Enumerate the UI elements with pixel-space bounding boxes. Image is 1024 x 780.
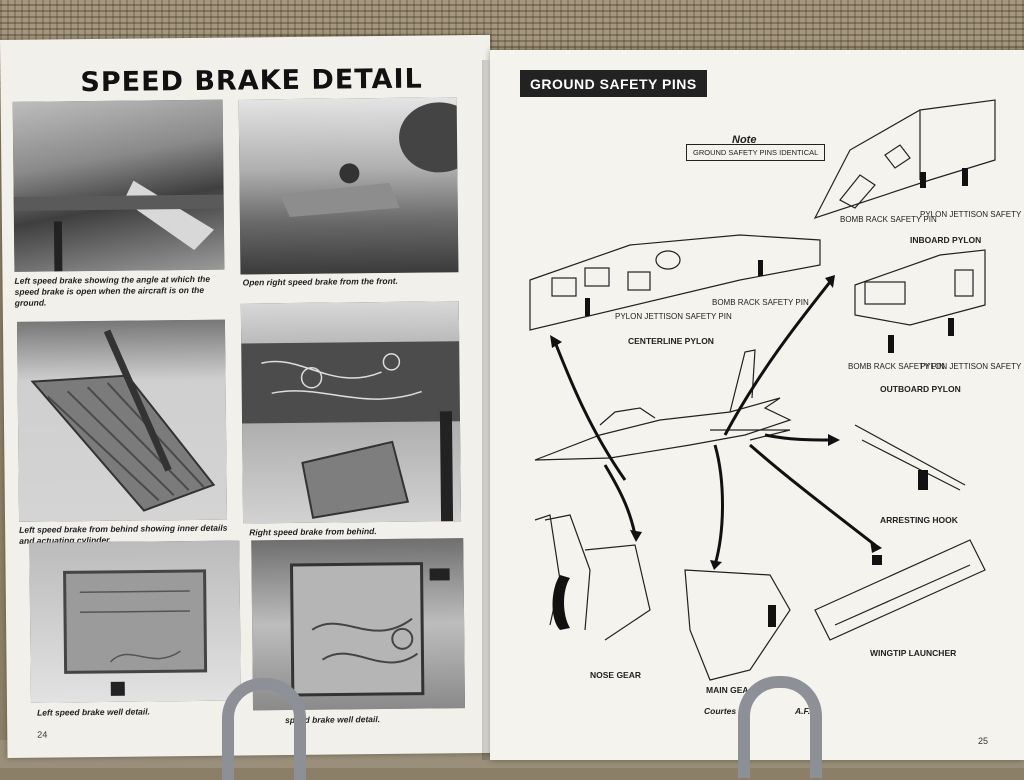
- note-box: GROUND SAFETY PINS IDENTICAL: [686, 144, 826, 161]
- photo-left-speed-brake-behind: [16, 319, 228, 522]
- caption-2: Open right speed brake from the front.: [242, 275, 398, 288]
- label-outboard-pylon: OUTBOARD PYLON: [880, 384, 961, 394]
- photo-left-speed-brake-well: [29, 540, 241, 703]
- label-centerline-pylon: CENTERLINE PYLON: [628, 336, 714, 346]
- courtesy-text: Courtes: [704, 706, 737, 716]
- left-page: SPEED BRAKE DETAIL Left speed brake show…: [0, 34, 498, 758]
- label-pylon-jettison-outboard: PYLON JETTISON SAFETY PIN: [920, 362, 1024, 371]
- label-inboard-pylon: INBOARD PYLON: [910, 235, 982, 245]
- label-arresting-hook: ARRESTING HOOK: [880, 515, 958, 525]
- caption-6: speed brake well detail.: [285, 714, 381, 726]
- right-page: GROUND SAFETY PINS Note GROUND SAFETY PI…: [490, 50, 1024, 760]
- label-wingtip-launcher: WINGTIP LAUNCHER: [870, 648, 957, 658]
- label-pylon-jettison-inboard: PYLON JETTISON SAFETY PIN: [920, 210, 1024, 219]
- photo-open-right-speed-brake-front: [238, 97, 459, 275]
- section-banner: GROUND SAFETY PINS: [520, 70, 707, 97]
- page-number-right: 25: [978, 736, 989, 746]
- book-stand-clip-left: [222, 678, 306, 780]
- safety-pins-diagram: [529, 99, 996, 681]
- photo-right-speed-brake-behind: [240, 301, 462, 524]
- label-bomb-rack-outboard: BOMB RACK SAFETY PIN: [848, 362, 945, 371]
- label-main-gear: MAIN GEA: [706, 685, 749, 695]
- photo-left-speed-brake-angle: [12, 99, 225, 272]
- photo-right-speed-brake-well: [251, 538, 466, 711]
- label-bomb-rack-inboard: BOMB RACK SAFETY PIN: [840, 215, 937, 224]
- page-number-left: 24: [37, 729, 48, 740]
- caption-4: Right speed brake from behind.: [249, 526, 377, 538]
- caption-1: Left speed brake showing the angle at wh…: [14, 273, 211, 308]
- note-title: Note: [728, 134, 761, 146]
- book-stand-clip-right: [738, 676, 822, 778]
- label-bomb-rack-centerline: BOMB RACK SAFETY PIN: [712, 298, 809, 307]
- label-nose-gear: NOSE GEAR: [590, 670, 642, 680]
- label-pylon-jettison-centerline: PYLON JETTISON SAFETY PIN: [615, 312, 732, 321]
- caption-5: Left speed brake well detail.: [36, 706, 150, 718]
- page-title: SPEED BRAKE DETAIL: [80, 63, 423, 99]
